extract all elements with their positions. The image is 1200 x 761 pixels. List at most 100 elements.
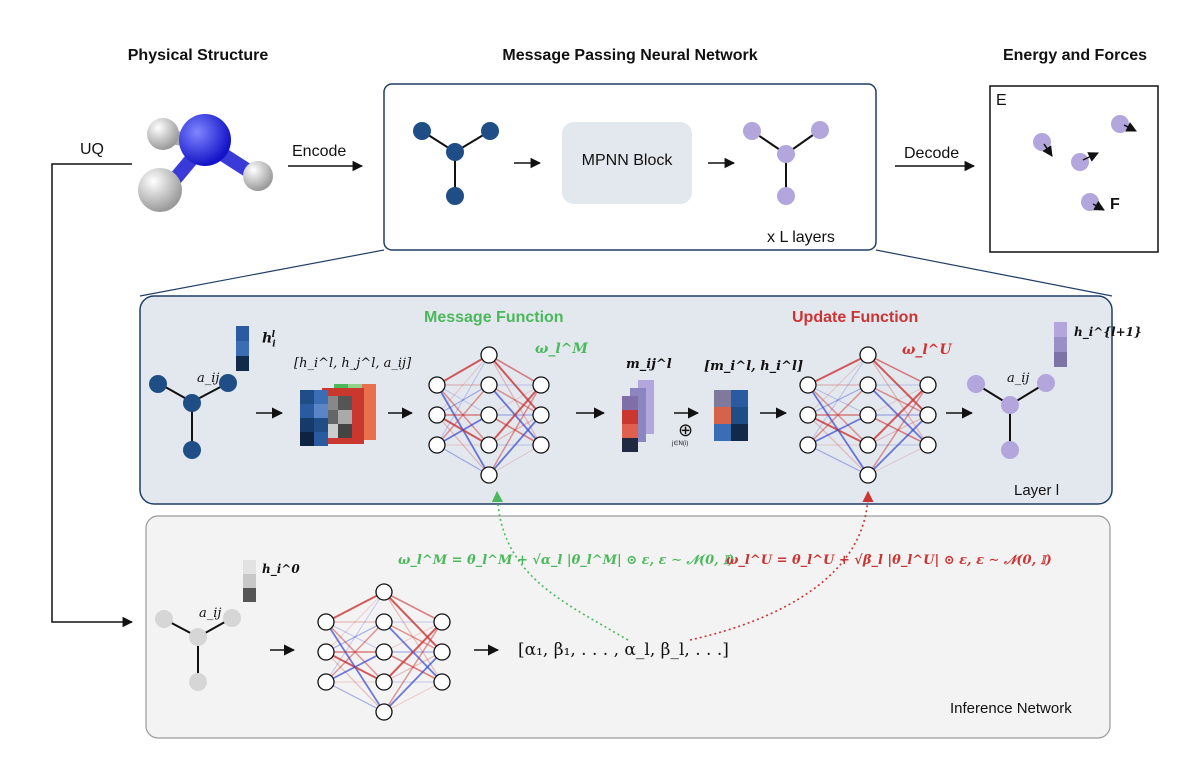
beta-to-update-arrow <box>689 490 874 641</box>
nn-node <box>480 436 498 454</box>
nn-edge <box>325 681 385 713</box>
energy-box <box>989 85 1159 253</box>
message-tensor <box>622 380 654 452</box>
equation-omega-m: ω_l^M = θ_l^M + √α_l |θ_l^M| ⊙ ε, ε ∼ 𝒩(… <box>398 553 735 568</box>
nn-edge <box>488 384 542 416</box>
molecule <box>138 114 273 212</box>
nn-edge <box>436 354 490 416</box>
uq-label: UQ <box>80 141 104 158</box>
nn-edge <box>436 354 490 446</box>
nn-edge <box>488 384 542 446</box>
nn-edge <box>436 414 490 446</box>
nn-edge <box>807 414 869 476</box>
update-input-label: [m_i^l, h_i^l] <box>704 359 804 374</box>
nn-edge <box>807 354 869 386</box>
graph-purple-top <box>743 121 829 205</box>
header-physical: Physical Structure <box>127 47 269 64</box>
equation-omega-u: ω_l^U = θ_l^U + √β_l |θ_l^U| ⊙ ε, ε ∼ 𝒩(… <box>726 553 1052 568</box>
nn-node <box>375 703 393 721</box>
nn-node <box>859 466 877 484</box>
graph-blue-top <box>413 122 499 205</box>
nn-edge <box>488 354 542 386</box>
nn-edge <box>325 651 385 683</box>
nn-edge <box>383 621 443 683</box>
nn-node <box>480 466 498 484</box>
nn-node <box>859 376 877 394</box>
omega-m-label: ω_l^M <box>535 341 588 357</box>
layers-label: x L layers <box>767 229 835 246</box>
nn-edge <box>383 621 443 653</box>
nn-node <box>428 376 446 394</box>
force-f-label: F <box>1110 196 1120 213</box>
nn-edge <box>807 384 869 446</box>
nn-edge <box>867 354 929 386</box>
inference-title: Inference Network <box>950 700 1072 717</box>
graph-blue-layer <box>149 374 237 459</box>
nn-edge <box>867 384 929 476</box>
nn-edge <box>383 591 443 623</box>
nn-edge <box>325 621 385 653</box>
nn-node <box>532 436 550 454</box>
nn-node <box>919 436 937 454</box>
nn-node <box>317 673 335 691</box>
variational-params: [α₁, β₁, . . . , α_l, β_l, . . .] <box>518 640 729 660</box>
nn-node <box>433 643 451 661</box>
h-vector-blue <box>236 326 249 371</box>
nn-edge <box>325 591 385 653</box>
nn-node <box>428 436 446 454</box>
nn-node <box>859 346 877 364</box>
nn-edge <box>436 384 490 446</box>
zoom-line-left <box>139 249 385 297</box>
header-energy: Energy and Forces <box>1002 47 1148 64</box>
nn-edge <box>488 384 542 416</box>
nn-node <box>480 376 498 394</box>
nn-edge <box>383 651 443 713</box>
nn-node <box>433 613 451 631</box>
inference-network-graph <box>317 583 451 721</box>
nn-edge <box>383 591 443 653</box>
nn-node <box>799 436 817 454</box>
h-i-l-label: hil <box>262 330 276 350</box>
nn-node <box>375 613 393 631</box>
nn-edge <box>867 444 929 476</box>
nn-edge <box>436 354 490 386</box>
nn-edge <box>807 444 869 476</box>
concat-tensor <box>300 384 376 446</box>
aggregation-sum: ⊕ <box>678 420 694 440</box>
nn-edge <box>807 384 869 416</box>
nn-node <box>375 673 393 691</box>
nn-node <box>532 376 550 394</box>
nn-edge <box>488 444 542 476</box>
nn-edge <box>325 621 385 653</box>
message-function-title: Message Function <box>424 309 564 326</box>
alpha-to-message-arrow <box>491 490 629 641</box>
graph-purple-layer <box>967 374 1055 459</box>
zoom-line-right <box>875 249 1113 297</box>
concat-input-label: [h_i^l, h_j^l, a_ij] <box>294 356 412 371</box>
nn-edge <box>436 384 490 416</box>
nn-edge <box>867 354 929 416</box>
nn-edge <box>325 591 385 623</box>
graph-gray <box>155 609 241 691</box>
a-ij-label-right: a_ij <box>1007 371 1030 386</box>
nn-node <box>919 376 937 394</box>
nn-edge <box>488 414 542 476</box>
nn-edge <box>807 354 869 416</box>
force-atoms <box>1033 115 1137 211</box>
mpnn-block-label: MPNN Block <box>581 152 673 169</box>
layer-label: Layer l <box>1014 482 1060 499</box>
nn-node <box>919 406 937 424</box>
nn-node <box>859 436 877 454</box>
nn-edge <box>488 354 542 416</box>
nn-node <box>317 613 335 631</box>
nn-node <box>859 406 877 424</box>
m-ij-label: m_ij^l <box>626 357 672 372</box>
uq-connector <box>51 163 134 628</box>
a-ij-label: a_ij <box>197 371 220 386</box>
nn-edge <box>867 384 929 416</box>
nn-edge <box>867 384 929 416</box>
h-vector-purple <box>1054 322 1067 367</box>
aggregation-sub: j∈N(i) <box>672 441 689 447</box>
nn-node <box>799 406 817 424</box>
